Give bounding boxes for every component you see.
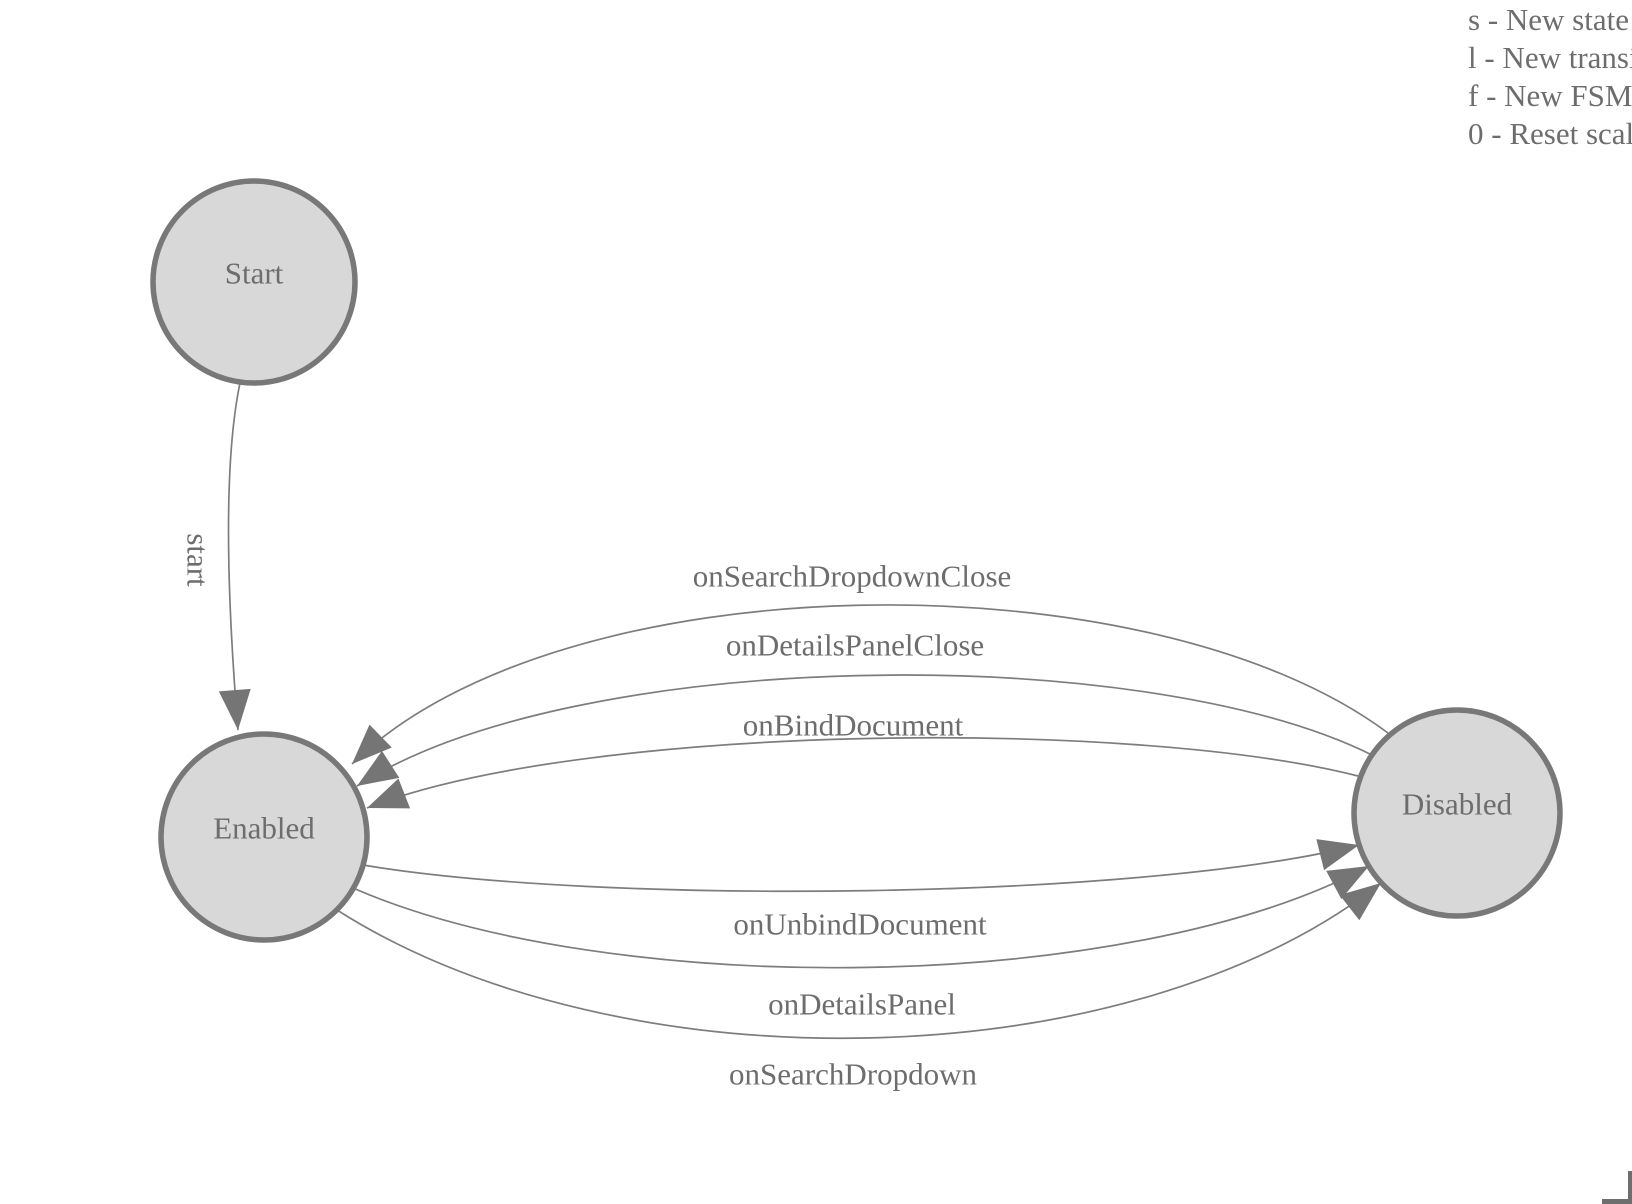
arrows-layer [218,688,1381,921]
transition-label-start-to-enabled: start [181,533,216,587]
transition-edge-enabled-to-disabled-onSearchDropdown[interactable] [336,882,1382,1040]
edges-layer [227,382,1389,1040]
arrowhead-icon-enabled-to-disabled-onDetailsPanel [1326,866,1369,900]
transition-edge-enabled-to-disabled-onDetailsPanel[interactable] [352,865,1370,969]
arrowhead-icon-disabled-to-enabled-onSearchDropdownClose [352,724,392,764]
legend-line-new-fsm: f - New FSM [1468,78,1632,113]
transition-edge-enabled-to-disabled-onUnbindDocument[interactable] [362,844,1360,893]
transition-edge-start-to-enabled[interactable] [227,382,241,731]
state-label-enabled: Enabled [213,811,315,846]
legend: s - New state l - New transition f - New… [1468,1,1632,153]
transition-label-enabled-to-disabled-onUnbindDocument: onUnbindDocument [733,907,987,942]
state-label-disabled: Disabled [1402,787,1513,822]
state-label-start: Start [225,256,284,291]
transition-edge-disabled-to-enabled-onBindDocument[interactable] [366,736,1359,809]
arrowhead-icon-start-to-enabled [218,688,251,730]
arrowhead-icon-enabled-to-disabled-onSearchDropdown [1339,883,1381,921]
arrowhead-icon-disabled-to-enabled-onBindDocument [367,778,411,809]
labels-layer: start onSearchDropdownClose onDetailsPanel… [181,533,1012,1091]
transition-label-disabled-to-enabled-onSearchDropdownClose: onSearchDropdownClose [693,559,1012,594]
canvas-resize-corner-icon[interactable] [1602,1171,1632,1204]
state-node-start[interactable] [150,178,358,386]
legend-line-reset-scale: 0 - Reset scale [1468,116,1632,151]
transition-label-disabled-to-enabled-onDetailsPanelClose: onDetailsPanelClose [726,628,984,663]
legend-line-new-transition: l - New transition [1468,40,1632,75]
arrowhead-icon-enabled-to-disabled-onUnbindDocument [1316,839,1359,871]
transition-edge-disabled-to-enabled-onSearchDropdownClose[interactable] [351,604,1389,765]
legend-line-new-state: s - New state [1468,2,1629,37]
state-node-disabled[interactable] [1351,707,1563,919]
transition-edge-disabled-to-enabled-onDetailsPanelClose[interactable] [356,674,1373,787]
transition-label-enabled-to-disabled-onSearchDropdown: onSearchDropdown [729,1057,977,1092]
arrowhead-icon-disabled-to-enabled-onDetailsPanelClose [357,750,400,786]
transition-label-enabled-to-disabled-onDetailsPanel: onDetailsPanel [768,987,956,1022]
transition-label-disabled-to-enabled-onBindDocument: onBindDocument [743,708,964,743]
state-node-enabled[interactable] [158,731,370,943]
